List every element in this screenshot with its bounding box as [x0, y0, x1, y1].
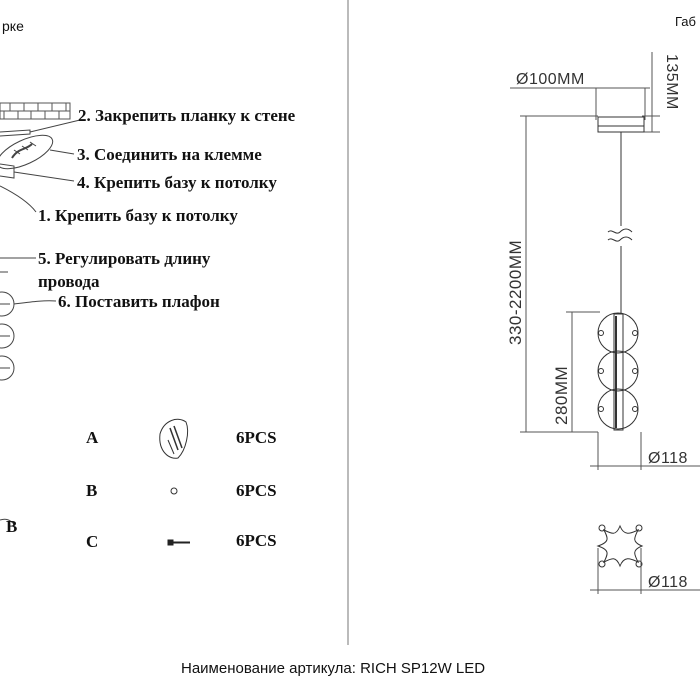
clip-icon [159, 418, 189, 459]
part-b-qty: 6PCS [236, 481, 277, 500]
cable-adjust [0, 257, 36, 273]
terminal-block [0, 134, 75, 170]
break-mark [607, 228, 633, 242]
part-c-qty: 6PCS [236, 531, 277, 550]
step-5-label-line2: провода [38, 272, 100, 291]
screw-icon [167, 539, 190, 546]
total-length-dim [520, 115, 598, 433]
mounting-bracket [0, 119, 81, 137]
step-6-label: 6. Поставить плафон [58, 292, 220, 311]
part-a-qty: 6PCS [236, 428, 277, 447]
shade-height-dim [566, 311, 600, 432]
ring-icon [170, 487, 178, 495]
bottom-diameter-dim [590, 548, 700, 594]
bottom-view [596, 524, 644, 568]
part-b-callout-line [0, 518, 15, 525]
part-c-letter: C [86, 532, 99, 551]
left-heading-fragment: рке [2, 18, 24, 34]
shade-balls [597, 312, 639, 431]
part-b-letter: B [86, 481, 98, 500]
article-name-footer: Наименование артикула: RICH SP12W LED [181, 660, 486, 677]
step-3-label: 3. Соединить на клемме [77, 145, 262, 164]
step-1-label: 1. Крепить базу к потолку [38, 206, 238, 225]
step-5-label-line1: 5. Регулировать длину [38, 249, 211, 268]
canopy-diameter-dim [510, 87, 650, 120]
canopy-height-dim [642, 52, 660, 133]
canopy-height-label: 135MM [663, 54, 680, 110]
part-b-callout-label: B [6, 517, 18, 536]
brick-wall [0, 102, 71, 120]
bottom-diameter-label: Ø118 [648, 574, 688, 591]
step-2-label: 2. Закрепить планку к стене [78, 106, 296, 125]
step-4-label: 4. Крепить базу к потолку [77, 173, 277, 192]
ceiling-base [0, 163, 75, 213]
part-a-letter: A [86, 428, 99, 447]
shade-sketch [0, 291, 57, 381]
right-heading-fragment: Габ [675, 14, 696, 29]
canopy-diameter-label: Ø100MM [516, 71, 585, 88]
total-length-label: 330-2200MM [506, 239, 525, 345]
shade-height-label: 280MM [552, 365, 571, 425]
canopy [597, 116, 645, 133]
shade-diameter-dim [590, 432, 700, 470]
shade-diameter-label: Ø118 [648, 450, 688, 467]
